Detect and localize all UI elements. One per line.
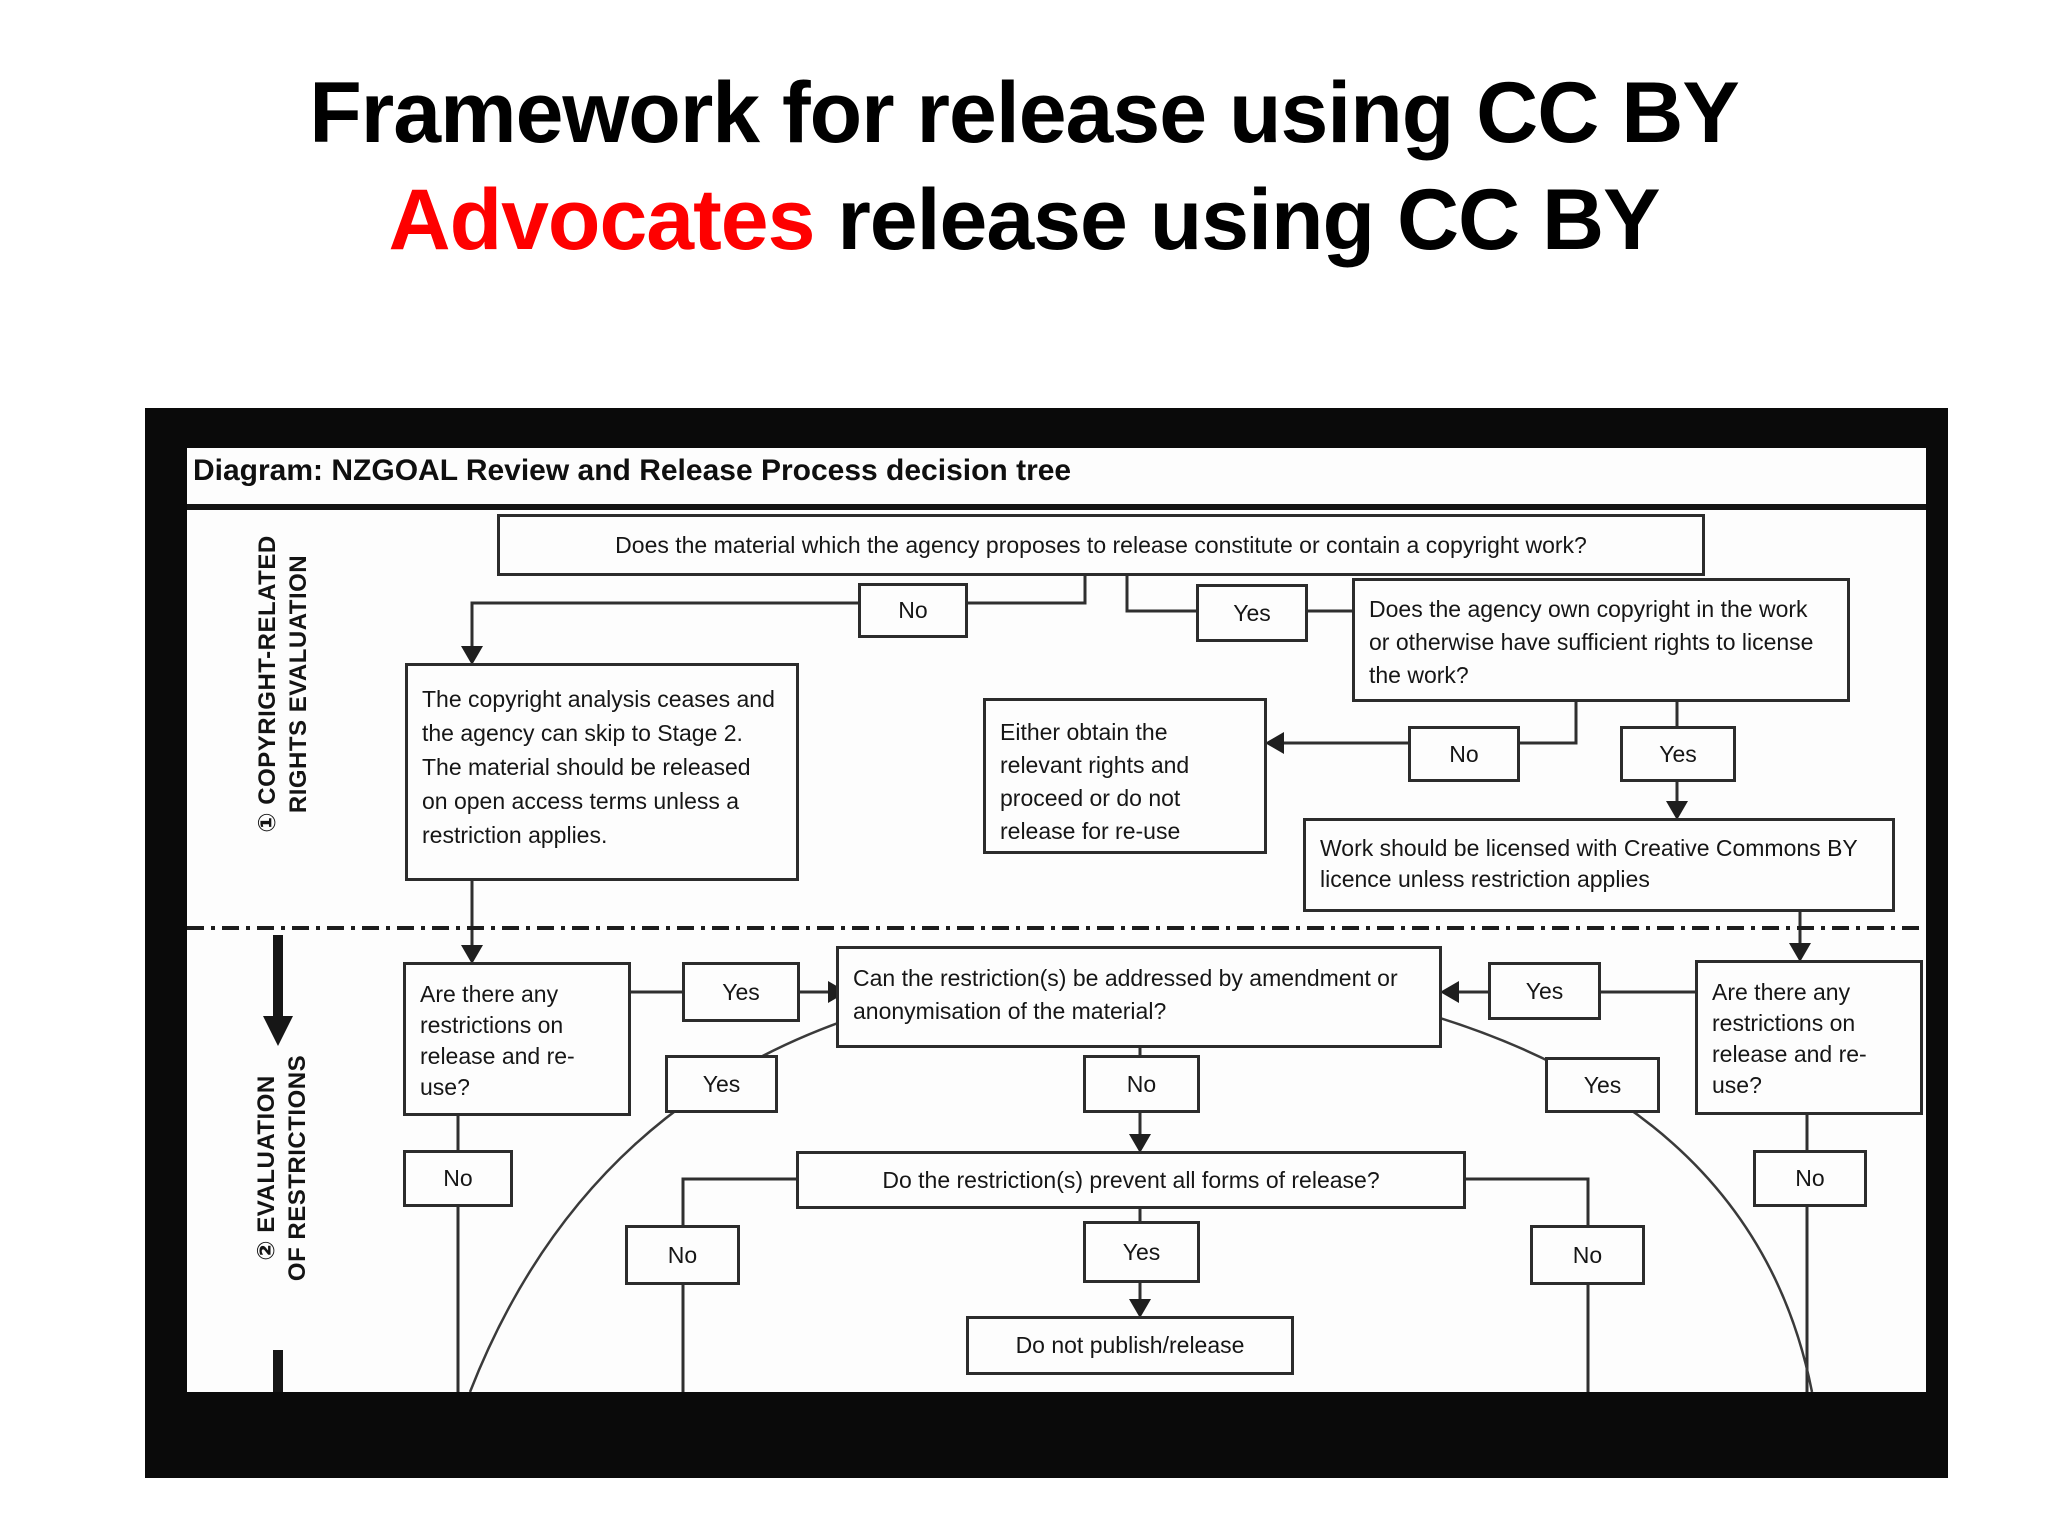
no-box-restrictions-left: No [403, 1150, 513, 1207]
stage2-label: ② EVALUATION OF RESTRICTIONS [251, 1038, 315, 1298]
stage1-label-line2: RIGHTS EVALUATION [285, 554, 312, 814]
slide-title-highlight: Advocates [388, 171, 815, 268]
no-box-prevent-right: No [1530, 1225, 1645, 1285]
node-q-copyright-work: Does the material which the agency propo… [497, 514, 1705, 576]
slide-title-line1: Framework for release using CC BY [309, 65, 1739, 161]
node-q-restrictions-right: Are there any restrictions on release an… [1695, 960, 1923, 1115]
node-q-amendment: Can the restriction(s) be addressed by a… [836, 946, 1442, 1048]
node-license-ccby: Work should be licensed with Creative Co… [1303, 818, 1895, 912]
node-q-agency-owns: Does the agency own copyright in the wor… [1352, 578, 1850, 702]
no-box-prevent-left: No [625, 1225, 740, 1285]
node-skip-stage2: The copyright analysis ceases and the ag… [405, 663, 799, 881]
slide-title: Framework for release using CC BY Advoca… [0, 60, 2048, 273]
yes-box-restrictions-left: Yes [682, 962, 800, 1022]
node-q-prevent-release: Do the restriction(s) prevent all forms … [796, 1151, 1466, 1209]
stage1-label-line1: ① COPYRIGHT-RELATED [254, 535, 281, 833]
stage2-label-line1: ② EVALUATION [253, 1075, 280, 1261]
no-box-agency-owns: No [1408, 726, 1520, 782]
yes-box-prevent: Yes [1083, 1221, 1200, 1283]
slide-title-line2-rest: release using CC BY [814, 171, 1660, 268]
header-rule [187, 504, 1926, 510]
node-obtain-rights: Either obtain the relevant rights and pr… [983, 698, 1267, 854]
no-box-restrictions-right: No [1753, 1150, 1867, 1207]
yes-box-restrictions-right: Yes [1488, 962, 1601, 1020]
node-do-not-publish: Do not publish/release [966, 1316, 1294, 1375]
node-q-restrictions-left: Are there any restrictions on release an… [403, 962, 631, 1116]
decision-tree-canvas: Diagram: NZGOAL Review and Release Proce… [187, 448, 1926, 1392]
diagram-header: Diagram: NZGOAL Review and Release Proce… [193, 454, 1072, 487]
yes-box-copyright-work: Yes [1196, 584, 1308, 642]
slide-title-line2: Advocates release using CC BY [0, 167, 2048, 274]
stage1-label: ① COPYRIGHT-RELATED RIGHTS EVALUATION [252, 514, 316, 854]
yes-box-arc-right: Yes [1545, 1057, 1660, 1113]
flowchart-connectors [187, 576, 1926, 1392]
yes-box-agency-owns: Yes [1620, 726, 1736, 782]
no-box-copyright-work: No [858, 583, 968, 638]
yes-box-arc-left: Yes [665, 1055, 778, 1113]
stage2-label-line2: OF RESTRICTIONS [284, 1054, 311, 1282]
decision-tree-frame: Diagram: NZGOAL Review and Release Proce… [145, 408, 1948, 1478]
no-box-amendment: No [1083, 1055, 1200, 1113]
